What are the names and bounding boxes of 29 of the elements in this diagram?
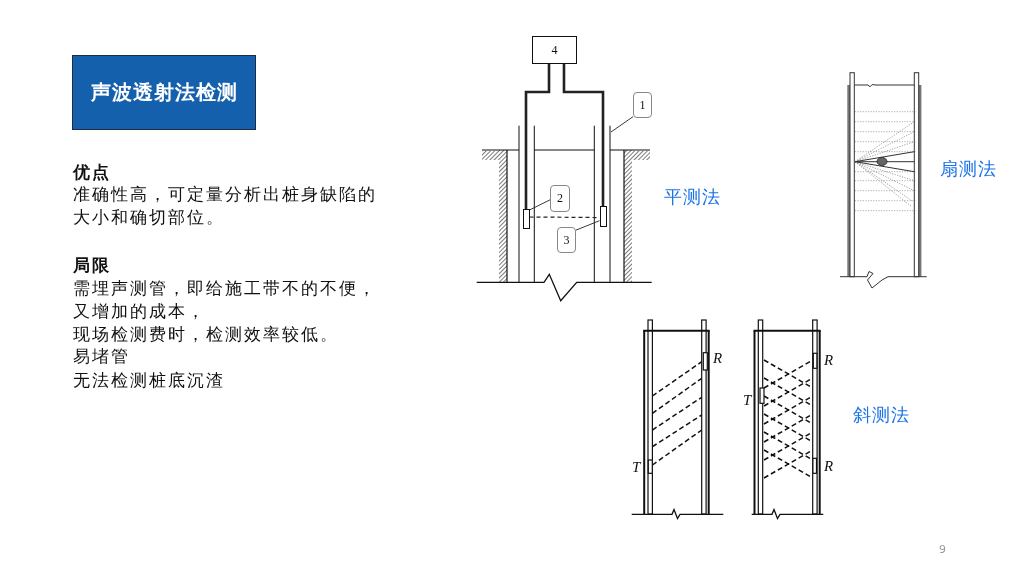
cable-line — [562, 64, 605, 206]
body-text: 需埋声测管，即给施工带不的不便， — [73, 276, 377, 300]
section-heading: 优点 — [73, 160, 111, 184]
page-number: 9 — [939, 543, 946, 556]
instrument-box: 4 — [532, 36, 577, 64]
method-label: 斜测法 — [853, 404, 910, 426]
method-label: 扇测法 — [940, 158, 997, 180]
leader-line — [610, 116, 634, 133]
probe-block — [522, 209, 530, 229]
callout-number: 1 — [633, 92, 652, 118]
probe-letter: R — [824, 352, 834, 368]
body-text: 现场检测费时，检测效率较低。 — [73, 322, 339, 346]
body-text: 准确性高，可定量分析出桩身缺陷的大小和确切部位。 — [73, 183, 378, 229]
probe-letter: T — [632, 459, 641, 475]
cable-line — [524, 64, 551, 209]
body-text: 易堵管 — [73, 345, 130, 368]
probe-letter: T — [743, 392, 752, 408]
callout-number: 2 — [550, 185, 570, 212]
probe-letter: R — [824, 458, 834, 474]
leader-line — [529, 199, 551, 211]
method-label: 平测法 — [664, 186, 721, 208]
title-banner: 声波透射法检测 — [72, 55, 256, 130]
probe-letter: R — [713, 350, 723, 366]
body-text: 无法检测桩底沉渣 — [73, 368, 225, 392]
leader-line — [575, 220, 600, 231]
section-heading: 局限 — [73, 253, 111, 277]
callout-number: 3 — [557, 227, 576, 253]
body-text: 又增加的成本， — [73, 299, 206, 323]
probe-block — [599, 206, 607, 227]
